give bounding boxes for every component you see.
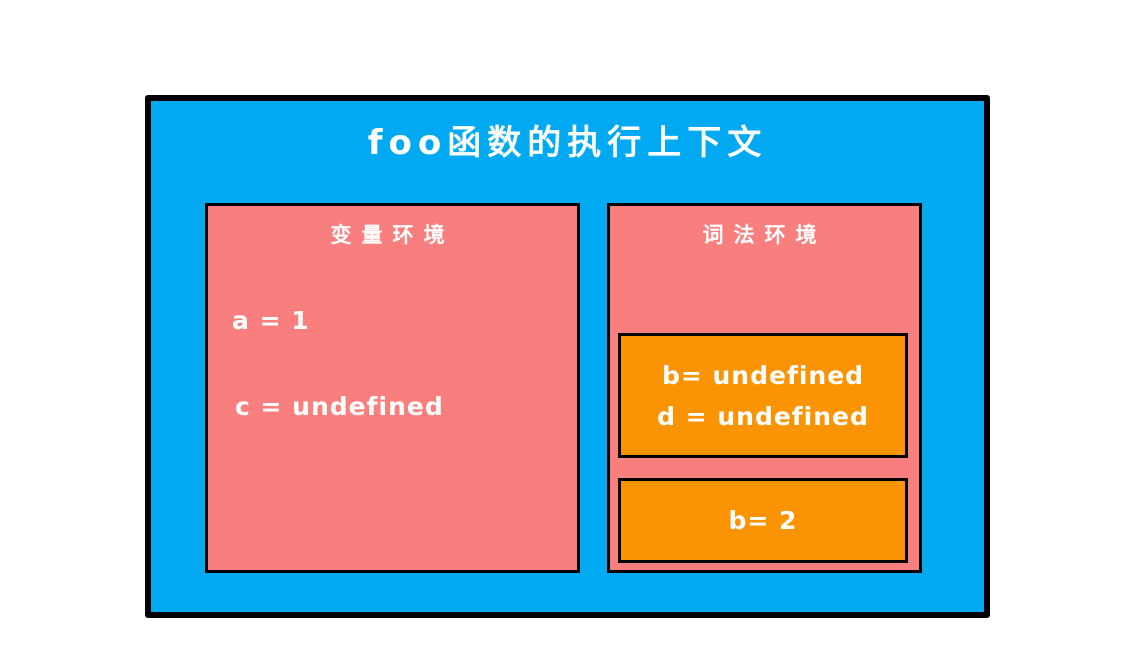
lexical-record-block-2: b= 2 [618,478,908,563]
lexical-entry-d-undefined: d = undefined [657,401,869,431]
lexical-environment-box: 词法环境 b= undefined d = undefined b= 2 [607,203,922,573]
execution-context-box: foo函数的执行上下文 变量环境 a = 1 c = undefined 词法环… [145,95,990,618]
variable-environment-title: 变量环境 [330,223,455,247]
variable-entry-c: c = undefined [235,392,444,421]
lexical-entry-b-undefined: b= undefined [661,360,865,390]
variable-environment-box: 变量环境 a = 1 c = undefined [205,203,580,573]
lexical-record-block-1: b= undefined d = undefined [618,333,908,458]
lexical-environment-title: 词法环境 [702,223,827,247]
execution-context-title: foo函数的执行上下文 [367,123,768,163]
variable-entry-a: a = 1 [232,306,310,335]
lexical-entry-b-2: b= 2 [728,506,798,535]
